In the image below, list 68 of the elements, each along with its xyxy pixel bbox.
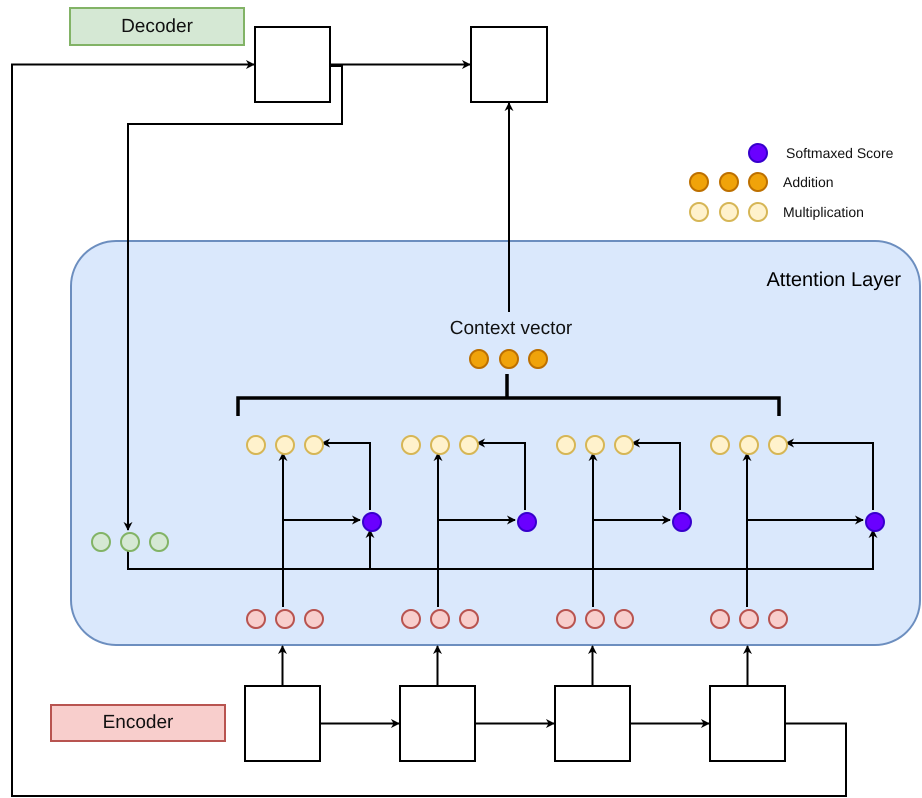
cell-box	[399, 685, 476, 762]
vector-circle	[362, 512, 382, 532]
vector-circle	[710, 609, 730, 629]
arrow	[331, 60, 471, 69]
vector-label: Context vector	[431, 314, 591, 344]
vector-circle	[739, 609, 759, 629]
vector-circle	[672, 512, 692, 532]
arrow	[124, 65, 343, 531]
arrow	[282, 516, 361, 607]
cell-box	[709, 685, 786, 762]
vector-circle	[556, 609, 576, 629]
vector-circle	[865, 512, 885, 532]
legend-label: Softmaxed Score	[786, 145, 894, 161]
cell-box	[470, 26, 548, 103]
layer-title: Attention Layer	[766, 269, 901, 292]
arrow	[592, 516, 671, 607]
arrow	[631, 438, 681, 510]
vector-circle	[149, 532, 169, 552]
vector-circle	[614, 435, 634, 455]
arrow	[321, 438, 371, 510]
vector-circle	[459, 609, 479, 629]
vector-circle	[91, 532, 111, 552]
arrow	[476, 438, 526, 510]
vector-circle	[430, 609, 450, 629]
arrow	[127, 529, 878, 570]
vector-circle	[710, 435, 730, 455]
vector-circle	[768, 435, 788, 455]
vector-circle	[739, 435, 759, 455]
vector-circle	[585, 609, 605, 629]
title-label: Encoder	[50, 704, 226, 742]
vector-circle	[304, 435, 324, 455]
vector-circle	[556, 435, 576, 455]
vector-circle	[430, 435, 450, 455]
arrow	[743, 645, 752, 685]
vector-circle	[517, 512, 537, 532]
vector-circle	[120, 532, 140, 552]
arrow	[321, 719, 400, 728]
title-label: Decoder	[69, 7, 245, 46]
cell-box	[244, 685, 321, 762]
vector-circle	[275, 609, 295, 629]
arrow	[746, 516, 864, 607]
vector-circle	[469, 349, 489, 369]
vector-circle	[528, 349, 548, 369]
cell-box	[254, 26, 331, 103]
arrow	[631, 719, 710, 728]
legend-label: Multiplication	[783, 204, 864, 220]
vector-circle	[401, 435, 421, 455]
arrow	[433, 645, 442, 685]
vector-circle	[459, 435, 479, 455]
arrow	[504, 102, 514, 312]
vector-circle	[246, 609, 266, 629]
vector-circle	[585, 435, 605, 455]
cell-box	[554, 685, 631, 762]
arrow	[11, 60, 847, 797]
arrow	[278, 645, 287, 685]
arrow	[785, 438, 874, 510]
arrow	[476, 719, 555, 728]
arrow	[588, 645, 597, 685]
arrow	[437, 516, 516, 607]
vector-circle	[498, 349, 518, 369]
vector-circle	[246, 435, 266, 455]
vector-circle	[401, 609, 421, 629]
vector-circle	[614, 609, 634, 629]
legend-label: Addition	[783, 174, 834, 190]
layer-panel	[70, 240, 921, 646]
vector-circle	[275, 435, 295, 455]
vector-circle	[304, 609, 324, 629]
vector-circle	[768, 609, 788, 629]
